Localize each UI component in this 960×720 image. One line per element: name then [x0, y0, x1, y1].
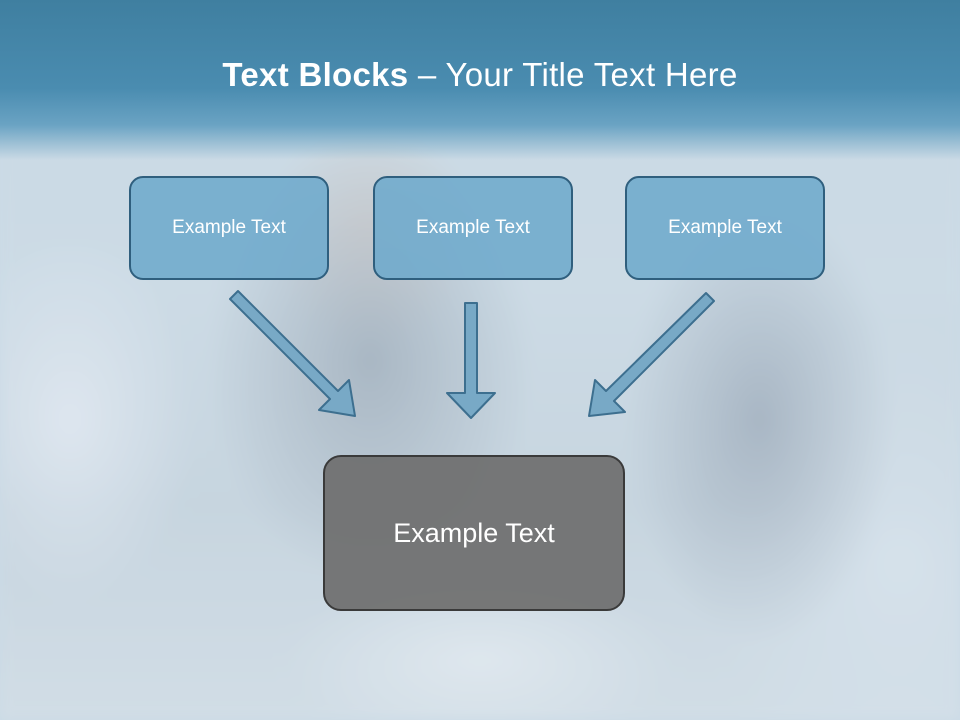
- text-box-1-label: Example Text: [172, 217, 286, 238]
- title-bold-part: Text Blocks: [222, 56, 409, 93]
- text-box-3-label: Example Text: [668, 217, 782, 238]
- text-box-2-label: Example Text: [416, 217, 530, 238]
- text-box-3[interactable]: Example Text: [625, 176, 825, 280]
- arrow-down-right-icon[interactable]: [229, 290, 356, 417]
- text-box-1[interactable]: Example Text: [129, 176, 329, 280]
- main-text-box[interactable]: Example Text: [323, 455, 625, 611]
- arrow-down-icon[interactable]: [446, 302, 496, 419]
- slide-title[interactable]: Text Blocks – Your Title Text Here: [0, 56, 960, 94]
- title-rest-part: – Your Title Text Here: [408, 56, 738, 93]
- main-text-box-label: Example Text: [393, 517, 555, 548]
- title-band: [0, 0, 960, 160]
- arrow-down-left-icon[interactable]: [588, 292, 715, 417]
- text-box-2[interactable]: Example Text: [373, 176, 573, 280]
